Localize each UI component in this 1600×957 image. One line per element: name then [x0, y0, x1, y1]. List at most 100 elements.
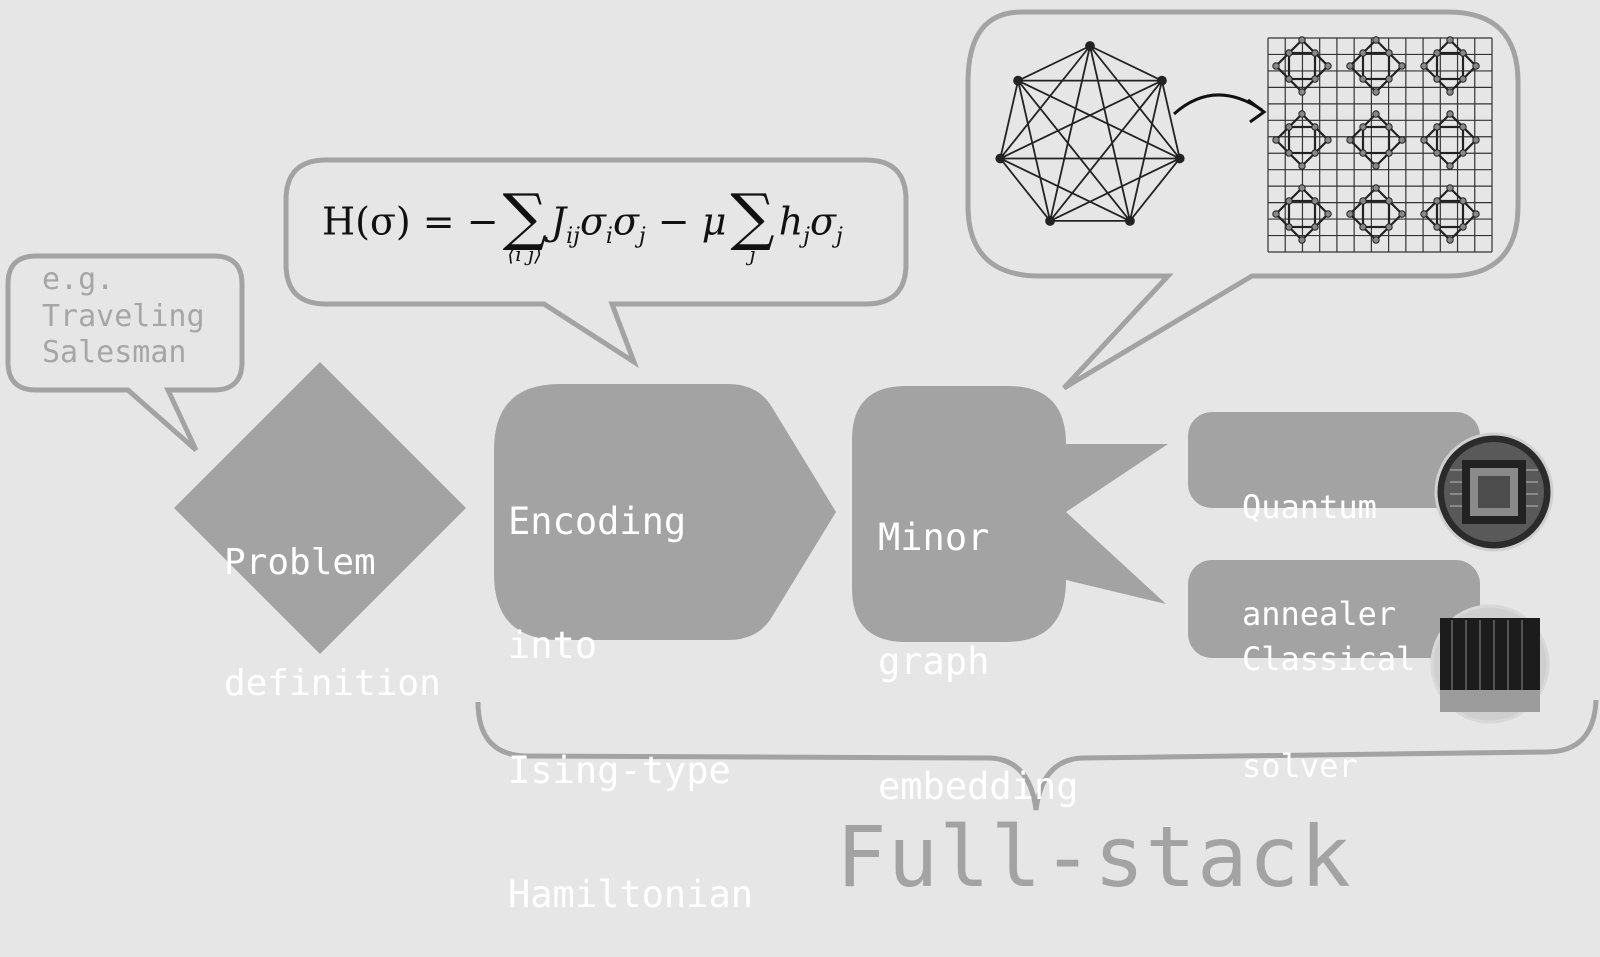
chimera-qubit: [1472, 210, 1480, 218]
spin-symbol: σ: [810, 199, 836, 244]
chimera-qubit: [1372, 88, 1380, 96]
problem-line: definition: [224, 662, 441, 704]
graph-node: [995, 153, 1006, 164]
encoding-line: Hamiltonian: [508, 872, 754, 916]
chimera-qubit: [1446, 110, 1454, 118]
chimera-qubit: [1385, 197, 1393, 205]
graph-node: [1045, 215, 1055, 226]
diagram-canvas: e.g. Traveling Salesman H(σ) = −∑⟨i j⟩Ji…: [5, 9, 1599, 915]
graph-edge: [1089, 45, 1131, 222]
sum-over-pairs: ∑⟨i j⟩: [503, 186, 547, 266]
chimera-qubit: [1359, 75, 1367, 83]
graph-edge: [1161, 80, 1181, 159]
chimera-qubit: [1359, 197, 1367, 205]
field-sub: j: [803, 224, 810, 250]
encoding-shape: [494, 384, 836, 640]
chimera-qubit: [1298, 184, 1306, 192]
example-text: e.g. Traveling Salesman: [42, 262, 205, 372]
sum-symbol: ∑: [730, 180, 775, 253]
chimera-qubit: [1298, 162, 1306, 170]
graph-edge: [999, 157, 1131, 222]
chimera-qubit: [1433, 49, 1441, 57]
graph-edge: [1049, 157, 1181, 222]
chimera-cell: [1422, 186, 1478, 242]
graph-edge: [1129, 157, 1181, 222]
chimera-qubit: [1285, 75, 1293, 83]
graph-edge: [1089, 45, 1163, 82]
chimera-qubit: [1472, 62, 1480, 70]
chimera-qubit: [1446, 162, 1454, 170]
classical-line: Classical: [1242, 639, 1416, 678]
example-line: Salesman: [42, 335, 187, 371]
chimera-cell-inner: [1361, 125, 1391, 155]
chimera-qubit: [1285, 223, 1293, 231]
chimera-qubit: [1398, 210, 1406, 218]
chimera-qubit: [1324, 210, 1332, 218]
chimera-qubit: [1298, 36, 1306, 44]
full-stack-brace: [475, 699, 1599, 811]
server-rack-icon: [1430, 604, 1550, 724]
sum-index-pairs: ⟨i j⟩: [507, 242, 542, 266]
chimera-qubit: [1385, 49, 1393, 57]
chimera-qubit: [1285, 123, 1293, 131]
chimera-qubit: [1311, 123, 1319, 131]
graph-edge: [1017, 80, 1051, 222]
classical-line: solver: [1242, 747, 1358, 786]
curved-arrow-icon: [1172, 93, 1267, 124]
chimera-qubit: [1359, 223, 1367, 231]
chimera-qubit: [1272, 210, 1280, 218]
chimera-qubit: [1398, 62, 1406, 70]
spin-symbol: σ: [579, 199, 606, 244]
field-coefficient: − μ: [645, 199, 727, 244]
chimera-cell-inner: [1361, 51, 1391, 81]
chimera-cell: [1422, 112, 1478, 168]
chimera-graph-icon: [1267, 36, 1493, 253]
embedding-line: embedding: [878, 764, 1079, 808]
chimera-qubit: [1385, 149, 1393, 157]
chimera-qubit: [1433, 197, 1441, 205]
graph-edge: [1049, 45, 1091, 222]
formula-lhs: H(σ) = −: [322, 199, 499, 244]
coupling-symbol: J: [550, 199, 567, 244]
chimera-qubit: [1346, 62, 1354, 70]
encoding-line: Encoding: [508, 499, 687, 543]
example-bubble: [5, 253, 245, 452]
problem-diamond: [174, 362, 466, 654]
spin-sub-i: i: [605, 224, 613, 250]
chimera-qubit: [1420, 136, 1428, 144]
chimera-qubit: [1433, 75, 1441, 83]
chimera-qubit: [1272, 136, 1280, 144]
chimera-qubit: [1359, 149, 1367, 157]
chimera-qubit: [1372, 184, 1380, 192]
spin-sub-j: j: [835, 224, 843, 250]
diagram-shapes: [5, 9, 1599, 811]
chimera-qubit: [1459, 197, 1467, 205]
chimera-qubit: [1420, 210, 1428, 218]
coupling-sub: ij: [566, 224, 580, 250]
quantum-box: [1188, 412, 1480, 508]
chimera-cell-inner: [1435, 125, 1465, 155]
chimera-cell: [1422, 38, 1478, 94]
chimera-qubit: [1311, 49, 1319, 57]
chimera-qubit: [1359, 49, 1367, 57]
spin-sub-j: j: [638, 224, 646, 250]
classical-box: [1188, 560, 1480, 658]
chimera-qubit: [1285, 49, 1293, 57]
chimera-qubit: [1298, 88, 1306, 96]
chimera-qubit: [1324, 62, 1332, 70]
complete-graph-icon: [995, 41, 1185, 226]
chimera-qubit: [1472, 136, 1480, 144]
graph-edge: [1017, 80, 1131, 222]
chimera-cell: [1348, 112, 1404, 168]
chimera-qubit: [1459, 75, 1467, 83]
chimera-cell-inner: [1287, 51, 1317, 81]
embedding-line: Minor: [878, 515, 990, 559]
chimera-qubit: [1311, 149, 1319, 157]
chimera-qubit: [1433, 223, 1441, 231]
classical-label: Classical solver: [1242, 570, 1415, 821]
chimera-qubit: [1433, 123, 1441, 131]
chimera-qubit: [1446, 184, 1454, 192]
example-line: Traveling: [42, 298, 205, 334]
embedding-shape: [852, 386, 1168, 642]
graph-node: [1013, 75, 1023, 86]
